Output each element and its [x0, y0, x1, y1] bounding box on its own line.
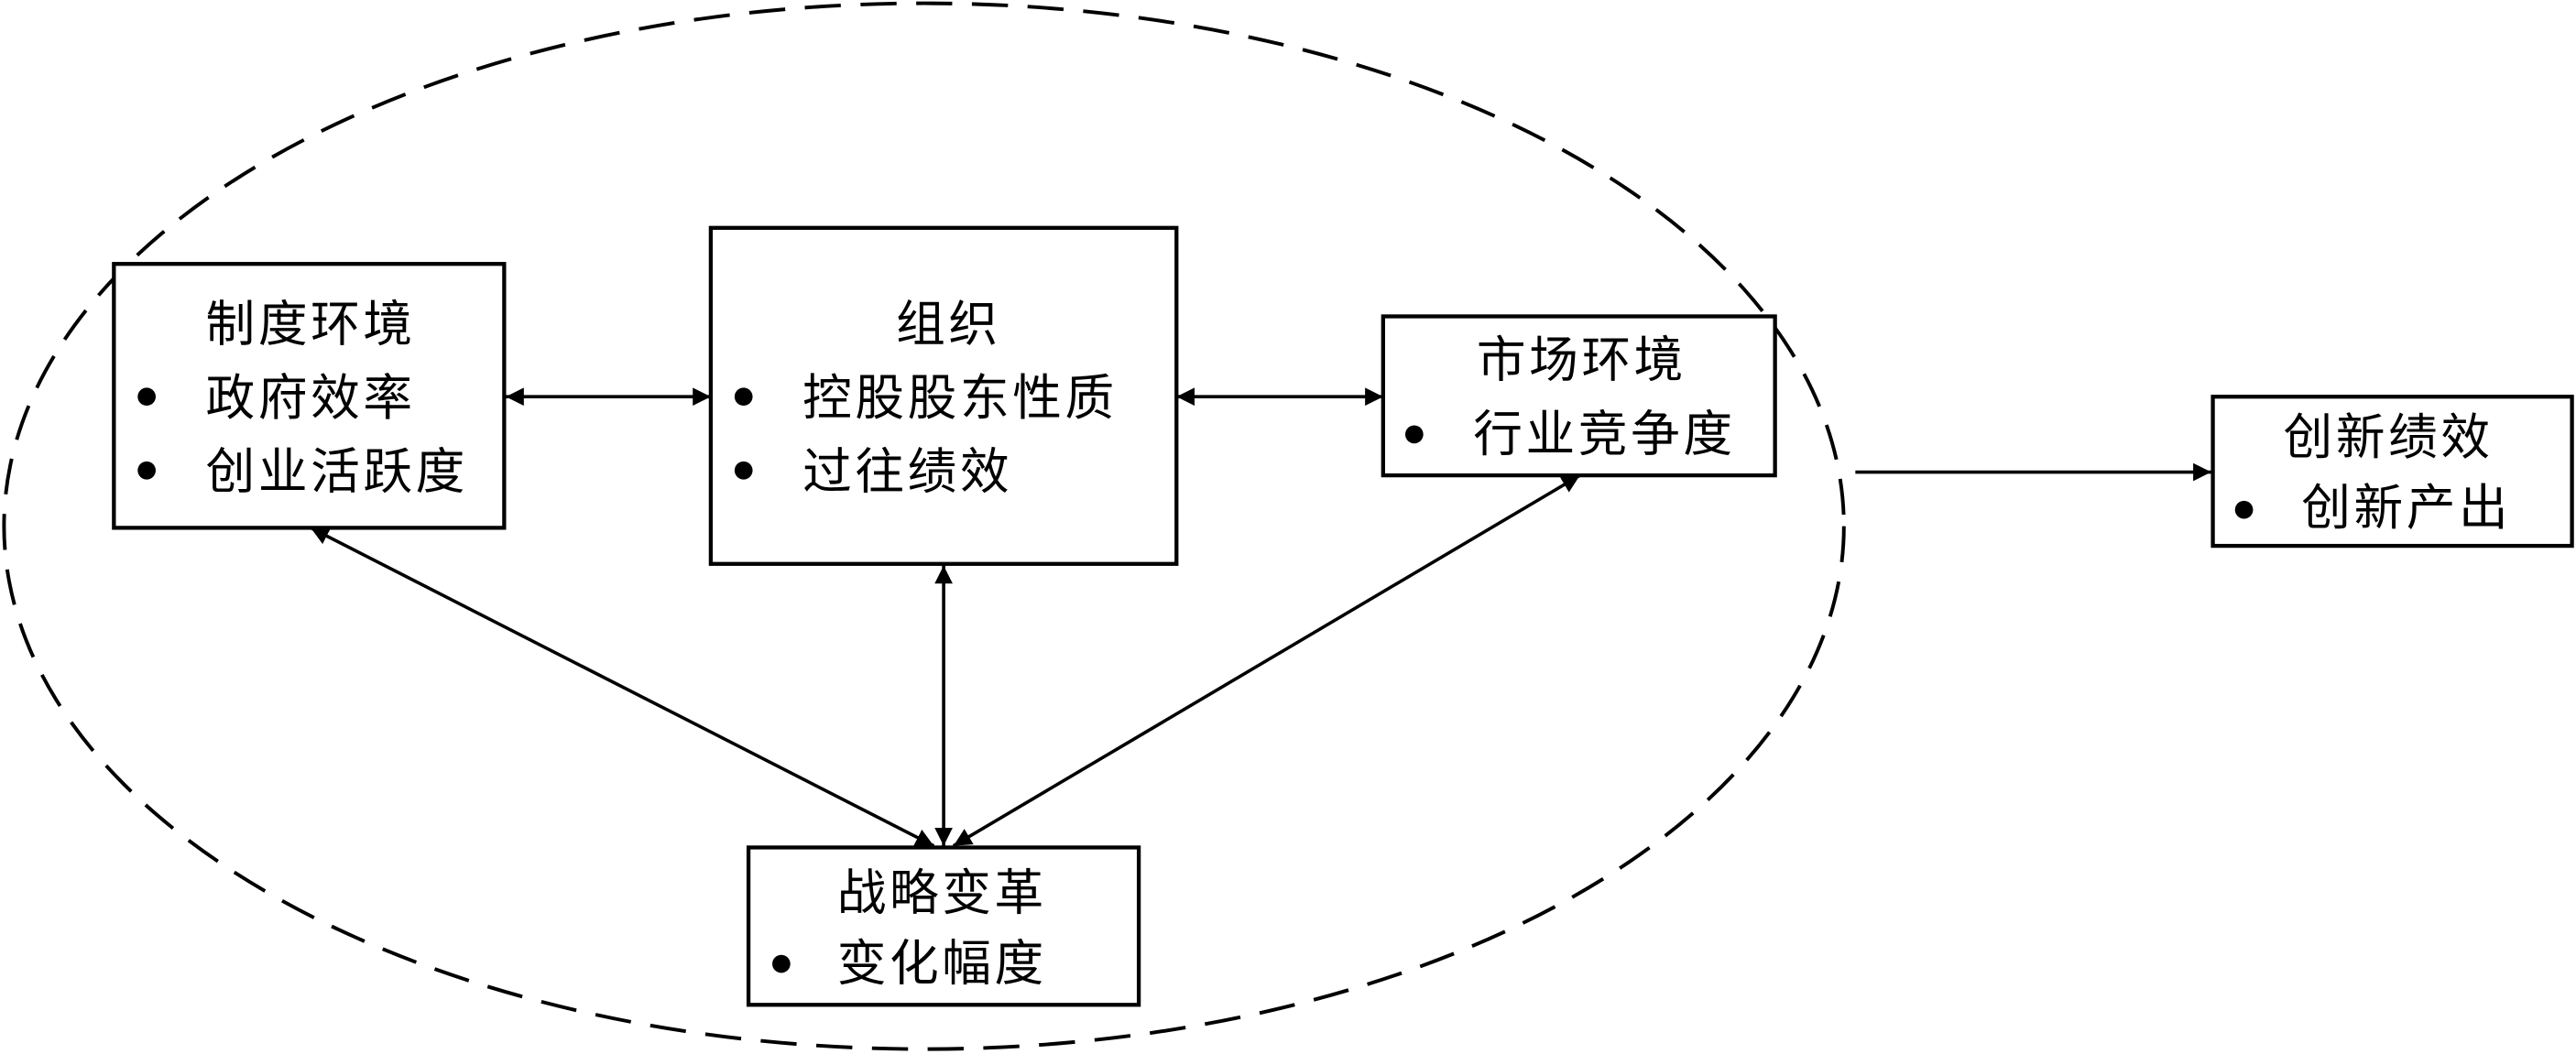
- bullet-icon: [772, 954, 791, 973]
- bullet-icon: [137, 461, 156, 480]
- boundary-ellipse: [2, 1, 1846, 1051]
- node-item: 变化幅度: [837, 934, 1047, 992]
- node-item: 行业竞争度: [1473, 405, 1735, 462]
- bullet-icon: [2234, 500, 2254, 519]
- node-item: 控股股东性质: [802, 369, 1118, 427]
- node-title: 市场环境: [1477, 331, 1686, 389]
- bullet-icon: [1404, 425, 1424, 444]
- node-item: 创业活跃度: [206, 442, 468, 500]
- node-market-environment: 市场环境 行业竞争度: [1381, 314, 1777, 478]
- node-strategic-change: 战略变革 变化幅度: [746, 845, 1141, 1007]
- node-title: 战略变革: [837, 864, 1047, 921]
- node-item: 创新产出: [2301, 479, 2511, 537]
- edge-market-strategy: [952, 473, 1581, 848]
- bullet-icon: [734, 387, 753, 407]
- node-organization: 组织 控股股东性质 过往绩效: [708, 225, 1179, 566]
- edge-institutional-strategy: [310, 526, 935, 848]
- node-institutional-environment: 制度环境 政府效率 创业活跃度: [112, 262, 507, 530]
- node-title: 制度环境: [206, 295, 416, 353]
- bullet-icon: [734, 461, 753, 480]
- node-item: 政府效率: [206, 369, 416, 427]
- node-innovation-performance: 创新绩效 创新产出: [2210, 395, 2574, 549]
- node-title: 创新绩效: [2284, 408, 2494, 466]
- node-item: 过往绩效: [802, 442, 1012, 500]
- bullet-icon: [137, 387, 156, 407]
- node-title: 组织: [896, 295, 1001, 353]
